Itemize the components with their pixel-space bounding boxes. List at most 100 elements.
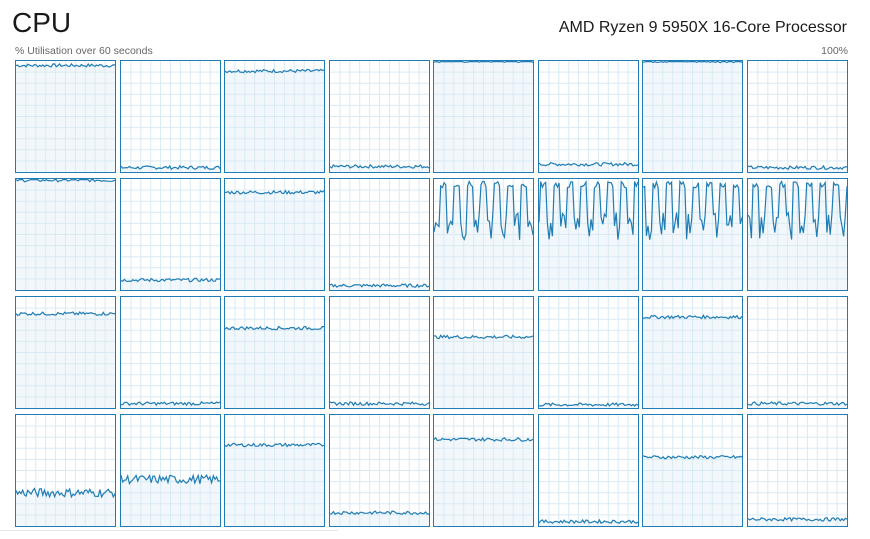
- utilisation-line: [16, 487, 115, 499]
- cpu-graph-13[interactable]: [538, 178, 639, 291]
- utilisation-line: [16, 62, 115, 68]
- cpu-graph-15[interactable]: [747, 178, 848, 291]
- utilisation-line: [225, 325, 324, 331]
- cpu-graph-5[interactable]: [538, 60, 639, 173]
- cpu-graph-29[interactable]: [538, 414, 639, 527]
- utilisation-line: [16, 179, 115, 183]
- utilisation-line: [434, 334, 533, 340]
- cpu-graph-30[interactable]: [642, 414, 743, 527]
- cpu-graph-svg: [16, 179, 115, 290]
- cpu-graph-31[interactable]: [747, 414, 848, 527]
- utilisation-line: [330, 401, 429, 407]
- cpu-graph-svg: [643, 415, 742, 526]
- utilisation-line: [643, 61, 742, 64]
- cpu-graph-27[interactable]: [329, 414, 430, 527]
- cpu-graph-12[interactable]: [433, 178, 534, 291]
- utilisation-line: [643, 314, 742, 320]
- graph-subtitle: % Utilisation over 60 seconds: [15, 45, 153, 57]
- utilisation-line: [748, 164, 847, 170]
- utilisation-line: [434, 436, 533, 442]
- cpu-graph-svg: [330, 297, 429, 408]
- cpu-graph-svg: [539, 179, 638, 290]
- cpu-graph-11[interactable]: [329, 178, 430, 291]
- cpu-graph-17[interactable]: [120, 296, 221, 409]
- cpu-graph-28[interactable]: [433, 414, 534, 527]
- cpu-graph-svg: [16, 61, 115, 172]
- utilisation-line: [121, 401, 220, 407]
- utilisation-line: [539, 161, 638, 167]
- logical-processor-graph-grid[interactable]: [15, 60, 848, 528]
- utilisation-line: [748, 516, 847, 523]
- cpu-graph-10[interactable]: [224, 178, 325, 291]
- cpu-graph-8[interactable]: [15, 178, 116, 291]
- cpu-graph-3[interactable]: [329, 60, 430, 173]
- gridlines: [225, 297, 324, 408]
- cpu-graph-svg: [539, 297, 638, 408]
- cpu-graph-25[interactable]: [120, 414, 221, 527]
- cpu-graph-svg: [121, 179, 220, 290]
- cpu-graph-14[interactable]: [642, 178, 743, 291]
- gridlines: [434, 61, 533, 172]
- cpu-graph-svg: [330, 415, 429, 526]
- cpu-graph-6[interactable]: [642, 60, 743, 173]
- page-title: CPU: [12, 7, 72, 38]
- cpu-graph-svg: [643, 179, 742, 290]
- cpu-graph-20[interactable]: [433, 296, 534, 409]
- utilisation-line: [330, 510, 429, 516]
- gridlines: [748, 297, 847, 408]
- cpu-graph-svg: [748, 179, 847, 290]
- cpu-graph-22[interactable]: [642, 296, 743, 409]
- gridlines: [330, 297, 429, 408]
- cpu-graph-23[interactable]: [747, 296, 848, 409]
- utilisation-line: [748, 180, 847, 240]
- gridlines: [643, 61, 742, 172]
- cpu-graph-9[interactable]: [120, 178, 221, 291]
- cpu-graph-18[interactable]: [224, 296, 325, 409]
- utilisation-line: [748, 401, 847, 406]
- cpu-graph-svg: [434, 297, 533, 408]
- cpu-graph-0[interactable]: [15, 60, 116, 173]
- cpu-graph-svg: [225, 179, 324, 290]
- cpu-graph-svg: [16, 297, 115, 408]
- cpu-graph-24[interactable]: [15, 414, 116, 527]
- cpu-graph-svg: [225, 415, 324, 526]
- utilisation-line: [121, 473, 220, 486]
- processor-name: AMD Ryzen 9 5950X 16-Core Processor: [558, 19, 847, 36]
- utilisation-line: [643, 454, 742, 460]
- gridlines: [434, 415, 533, 526]
- utilisation-line: [16, 311, 115, 316]
- cpu-graph-svg: [643, 297, 742, 408]
- gridlines: [539, 415, 638, 526]
- graph-max-label: 100%: [821, 45, 848, 57]
- cpu-graph-svg: [225, 297, 324, 408]
- cpu-graph-2[interactable]: [224, 60, 325, 173]
- cpu-graph-4[interactable]: [433, 60, 534, 173]
- cpu-graph-svg: [748, 61, 847, 172]
- cpu-graph-svg: [434, 179, 533, 290]
- utilisation-line: [225, 189, 324, 195]
- gridlines: [434, 179, 533, 290]
- gridlines: [225, 179, 324, 290]
- gridlines: [225, 61, 324, 172]
- gridlines: [748, 415, 847, 526]
- gridlines: [643, 297, 742, 408]
- cpu-graph-svg: [434, 61, 533, 172]
- gridlines: [121, 415, 220, 526]
- gridlines: [121, 61, 220, 172]
- gridlines: [121, 297, 220, 408]
- cpu-graph-21[interactable]: [538, 296, 639, 409]
- gridlines: [748, 61, 847, 172]
- gridlines: [121, 179, 220, 290]
- cpu-graph-7[interactable]: [747, 60, 848, 173]
- cpu-graph-svg: [121, 297, 220, 408]
- cpu-graph-svg: [330, 179, 429, 290]
- cpu-graph-svg: [539, 415, 638, 526]
- cpu-graph-19[interactable]: [329, 296, 430, 409]
- cpu-graph-26[interactable]: [224, 414, 325, 527]
- utilisation-line: [434, 179, 533, 241]
- cpu-graph-svg: [748, 415, 847, 526]
- cpu-graph-1[interactable]: [120, 60, 221, 173]
- utilisation-line: [330, 163, 429, 169]
- gridlines: [643, 415, 742, 526]
- cpu-graph-16[interactable]: [15, 296, 116, 409]
